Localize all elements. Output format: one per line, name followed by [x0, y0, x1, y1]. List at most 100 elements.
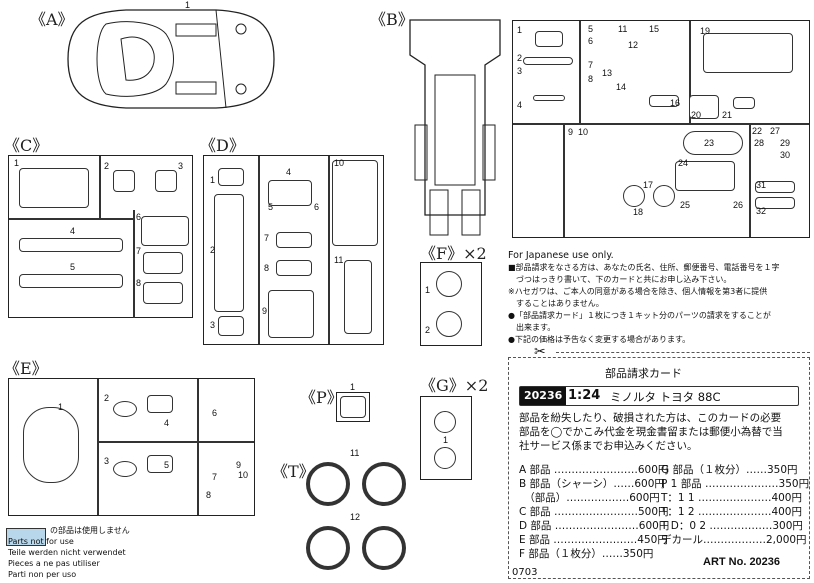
- sprue-b-divider: [689, 21, 691, 123]
- part-number: 6: [212, 408, 218, 418]
- part-number: 4: [164, 418, 170, 428]
- part-number: 10: [334, 158, 345, 168]
- part-number: 1: [425, 285, 431, 295]
- section-t-label: 《T》: [272, 462, 315, 481]
- unused-part-20: [689, 95, 719, 119]
- part-number: 30: [780, 150, 791, 160]
- card-title: 部品請求カード: [605, 367, 682, 380]
- price-row: F 部品（１枚分）……350円: [519, 548, 654, 560]
- notice-line: することはありません。: [508, 299, 604, 308]
- part-number: 9: [568, 127, 574, 137]
- unused-parts-swatch: [6, 528, 46, 546]
- part-number: 8: [264, 263, 270, 273]
- part-number: 9: [262, 306, 268, 316]
- part-number: 17: [643, 180, 654, 190]
- part-2-grille: [113, 170, 135, 192]
- part-number: 2: [210, 245, 216, 255]
- part-number: 16: [670, 98, 681, 108]
- part-number: 18: [633, 207, 644, 217]
- notice-heading: For Japanese use only.: [508, 250, 614, 261]
- part-number: 3: [178, 161, 184, 171]
- chassis-drawing: [409, 19, 501, 236]
- sprue-b-divider: [579, 21, 581, 123]
- legend-jp: の部品は使用しません: [50, 526, 130, 535]
- part-number: 5: [588, 24, 594, 34]
- part-number: 4: [286, 167, 292, 177]
- unused-part-6: [141, 216, 189, 246]
- product-scale: 1:24: [568, 388, 601, 403]
- part-1-grille: [535, 31, 563, 47]
- sprue-e-divider: [97, 441, 254, 443]
- part-1-plate: [340, 396, 366, 418]
- parts-request-card: 部品請求カード 20236 1:24 ミノルタ トヨタ 88C 部品を紛失したり…: [508, 357, 810, 579]
- part-number: 1: [185, 0, 191, 10]
- part-number: 5: [164, 460, 170, 470]
- price-row: C 部品 ……………………500円: [519, 506, 669, 518]
- part-number: 3: [210, 320, 216, 330]
- art-number: ART No. 20236: [703, 556, 781, 568]
- price-row: T：1 1 …………………400円: [661, 492, 802, 504]
- part-number: 7: [212, 472, 218, 482]
- part-2-lens: [113, 401, 137, 417]
- part-32-rail: [755, 197, 795, 209]
- unused-part-10: [332, 160, 378, 246]
- part-number: 2: [104, 161, 110, 171]
- price-row: P 1 部品 …………………350円: [661, 478, 810, 490]
- part-number: 11: [618, 24, 628, 34]
- part-8-cover: [143, 282, 183, 304]
- part-number: 1: [517, 25, 523, 35]
- legend-fr: Pieces a ne pas utiliser: [8, 559, 100, 568]
- sprue-frame-g: [420, 396, 472, 480]
- part-number: 7: [264, 233, 270, 243]
- sprue-d-divider: [258, 156, 260, 344]
- footer-code: 0703: [512, 567, 538, 578]
- section-a-label: 《A》: [30, 10, 74, 29]
- part-1-hub: [434, 411, 456, 433]
- sprue-b-divider: [563, 123, 565, 237]
- part-number: 23: [704, 138, 715, 148]
- part-number: 31: [756, 180, 767, 190]
- part-number: 1: [58, 402, 64, 412]
- card-product-line: 20236 1:24 ミノルタ トヨタ 88C: [519, 386, 799, 406]
- part-number: 15: [649, 24, 660, 34]
- part-number: 8: [588, 74, 594, 84]
- part-number: 11: [334, 255, 344, 265]
- sprue-frame-e: [8, 378, 255, 516]
- part-number: 28: [754, 138, 765, 148]
- sprue-b-row-divider: [513, 123, 809, 125]
- section-g-label: 《G》×2: [420, 376, 489, 395]
- part-number: 8: [206, 490, 212, 500]
- part-number: 5: [268, 202, 274, 212]
- tire-11-left: [306, 462, 350, 506]
- sprue-frame-d: [203, 155, 384, 345]
- part-3-grille: [155, 170, 177, 192]
- part-3-lens: [113, 461, 137, 477]
- notice-line: ■部品請求をなさる方は、あなたの氏名、住所、郵便番号、電話番号を１字: [508, 263, 780, 272]
- part-number: 1: [443, 435, 449, 445]
- part-number: 26: [733, 200, 744, 210]
- part-number: 1: [210, 175, 216, 185]
- part-number: 12: [350, 512, 361, 522]
- part-number: 4: [70, 226, 76, 236]
- part-number: 1: [14, 158, 20, 168]
- sprue-frame-f: [420, 262, 482, 346]
- part-11-panel: [344, 260, 372, 334]
- tire-12-right: [362, 526, 406, 570]
- part-number: 13: [602, 68, 613, 78]
- part-number: 27: [770, 126, 781, 136]
- price-row: D 部品 ……………………600円: [519, 520, 670, 532]
- part-9-panel: [268, 290, 314, 338]
- notice-line: ●「部品請求カード」１枚につき１キット分のパーツの請求をすることが: [508, 311, 771, 320]
- section-c-label: 《C》: [4, 136, 49, 155]
- section-e-label: 《E》: [4, 359, 48, 378]
- price-row: T D：0 2 ………………300円: [661, 520, 803, 532]
- part-1-window: [218, 168, 244, 186]
- part-1-wheel: [436, 271, 462, 297]
- part-number: 24: [678, 158, 689, 168]
- part-8-lens: [276, 260, 312, 276]
- part-21-block: [733, 97, 755, 109]
- part-number: 1: [350, 382, 356, 392]
- part-19-seat-shell: [703, 33, 793, 73]
- part-number: 25: [680, 200, 691, 210]
- part-1-hub: [434, 447, 456, 469]
